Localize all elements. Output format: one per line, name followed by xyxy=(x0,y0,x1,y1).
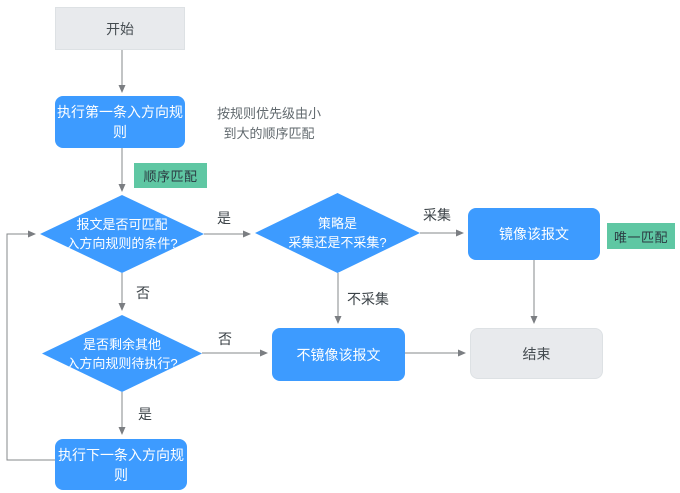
no-mirror-packet-node: 不镜像该报文 xyxy=(272,328,405,381)
exec-next-rule-node: 执行下一条入方向规则 xyxy=(55,439,187,490)
match-decision-line2: 入方向规则的条件? xyxy=(66,236,178,251)
end-node-label: 结束 xyxy=(522,345,551,362)
policy-decision-line2: 采集还是不采集? xyxy=(288,235,387,250)
mirror-packet-node: 镜像该报文 xyxy=(468,208,600,260)
mirror-packet-label: 镜像该报文 xyxy=(499,226,569,242)
match-yes-label: 是 xyxy=(217,210,231,226)
remaining-decision-line2: 入方向规则待执行? xyxy=(66,355,178,371)
remaining-decision-line1: 是否剩余其他 xyxy=(82,336,161,352)
remaining-no-label: 否 xyxy=(218,331,232,347)
priority-note: 按规则优先级由小 到大的顺序匹配 xyxy=(204,104,334,144)
start-node-label: 开始 xyxy=(106,20,134,37)
edge-next-rule-loop-to-match-decision xyxy=(6,230,55,461)
sequential-match-tag: 顺序匹配 xyxy=(134,163,207,188)
priority-note-line1: 按规则优先级由小 xyxy=(216,106,321,121)
exec-next-rule-label: 执行下一条入方向规则 xyxy=(58,446,184,483)
exec-first-rule-node: 执行第一条入方向规则 xyxy=(55,96,185,148)
remaining-yes-label: 是 xyxy=(138,406,152,422)
policy-decision-line1: 策略是 xyxy=(317,216,357,231)
unique-match-tag-label: 唯一匹配 xyxy=(613,229,668,245)
unique-match-tag: 唯一匹配 xyxy=(607,223,675,249)
policy-not-collect-label: 不采集 xyxy=(347,291,389,307)
end-node: 结束 xyxy=(470,328,603,379)
priority-note-line2: 到大的顺序匹配 xyxy=(223,126,315,141)
match-decision-line1: 报文是否可匹配 xyxy=(76,217,168,232)
sequential-match-tag-label: 顺序匹配 xyxy=(143,169,198,184)
policy-collect-label: 采集 xyxy=(423,207,451,223)
exec-first-rule-label: 执行第一条入方向规则 xyxy=(57,104,183,140)
no-mirror-packet-label: 不镜像该报文 xyxy=(296,346,381,363)
match-no-label: 否 xyxy=(136,285,150,301)
start-node: 开始 xyxy=(55,7,185,50)
